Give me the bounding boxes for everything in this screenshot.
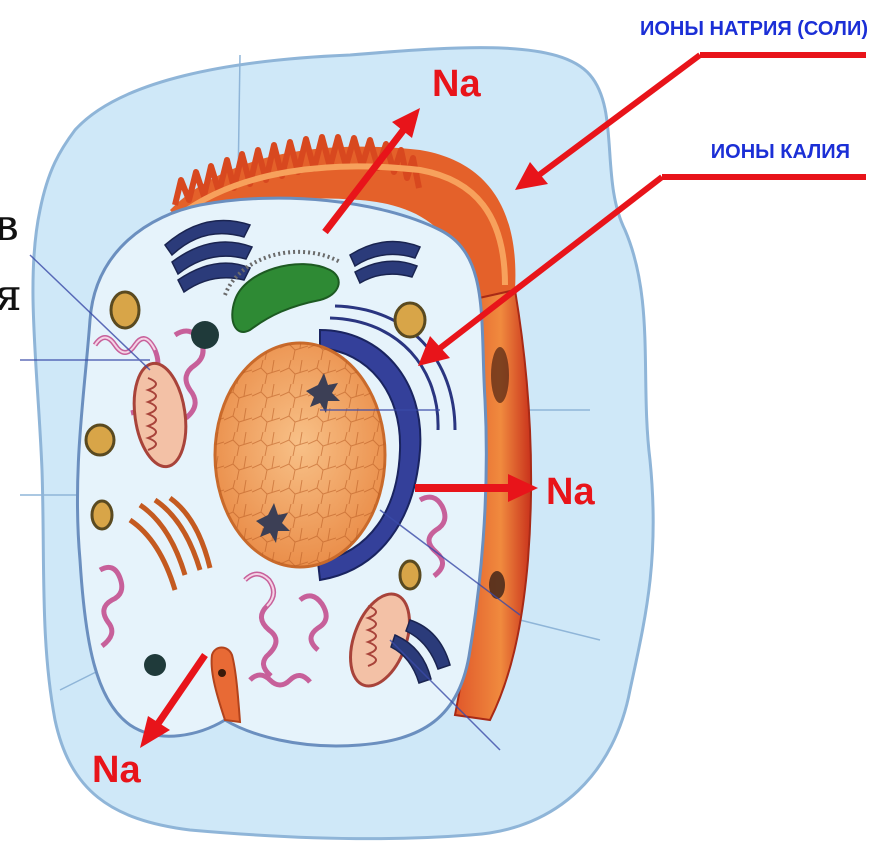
cropped-text-line-1: в xyxy=(0,200,19,251)
label-na-top: Na xyxy=(432,63,481,105)
label-sodium-ions: ИОНЫ НАТРИЯ (СОЛИ) xyxy=(640,18,868,40)
label-na-right: Na xyxy=(546,471,595,513)
label-na-bottom: Na xyxy=(92,749,141,791)
label-potassium-ions: ИОНЫ КАЛИЯ xyxy=(711,141,850,163)
nucleus xyxy=(215,343,385,567)
cropped-text-line-2: я xyxy=(0,270,22,321)
